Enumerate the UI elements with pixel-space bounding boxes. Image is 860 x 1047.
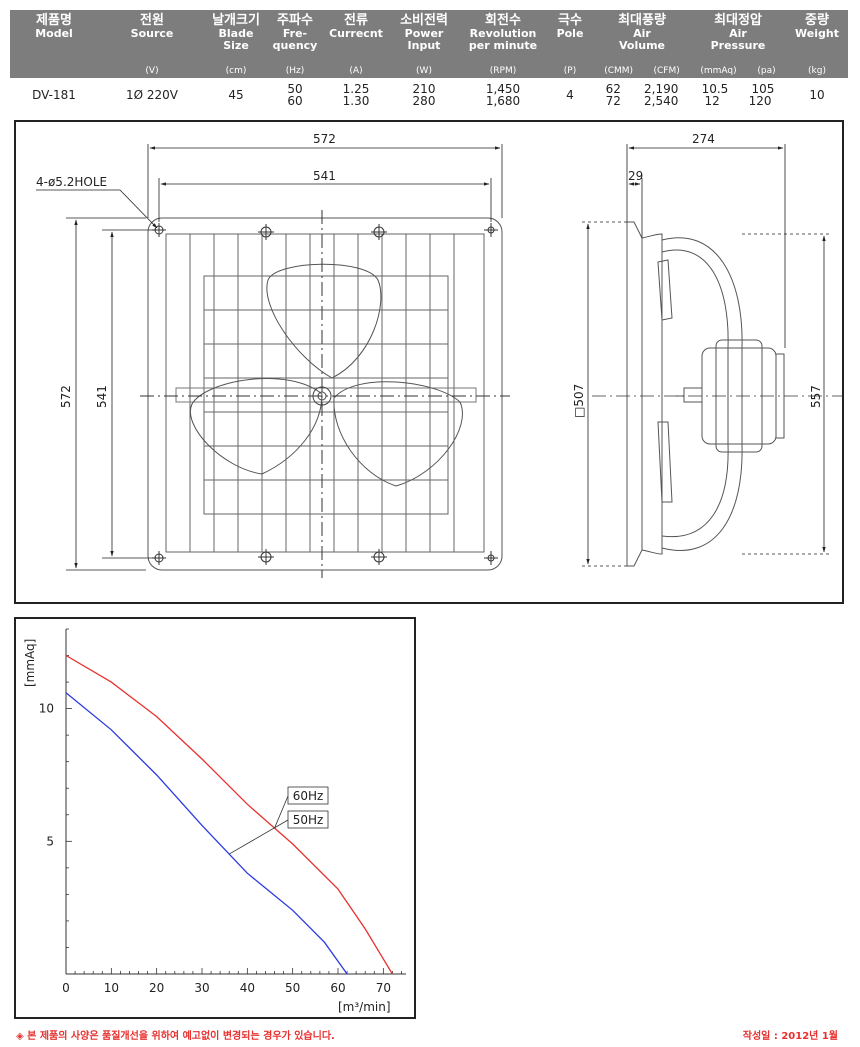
x-tick-label: 40: [240, 981, 255, 995]
dim-height-outer: 572: [59, 385, 73, 408]
series-line-50hz: [65, 692, 348, 975]
legend-box: [287, 786, 329, 805]
chart-svg: 0 10 20 30 40 50 60 70 5 10 60Hz 50Hz [mmAq] [m³/m…: [23, 628, 406, 1014]
dim-width-outer: 572: [313, 132, 336, 146]
header-weight: 중량 Weight (kg): [795, 13, 839, 77]
header-air-pressure: 최대정압 Air Pressure (mmAq) (pa): [700, 13, 776, 77]
legend-label: 60Hz: [293, 789, 324, 803]
y-tick-label: 10: [39, 702, 54, 716]
cell-model: DV-181: [32, 88, 76, 102]
side-view: [626, 221, 785, 567]
spec-table-header: 제품명 Model 전원 Source (V) 날개크기 Blade Size …: [10, 10, 848, 78]
x-tick-label: 0: [62, 981, 70, 995]
header-air-volume: 최대풍량 Air Volume (CMM) (CFM): [604, 13, 680, 77]
legend-leader-line: [228, 819, 289, 855]
dim-hole-label: 4-ø5.2HOLE: [36, 175, 107, 189]
cell-frequency: 50 60: [287, 82, 303, 108]
header-model: 제품명 Model: [35, 13, 73, 40]
cell-blade-size: 45: [228, 88, 244, 102]
table-row: DV-181 1Ø 220V 45 50 60 1.25 1.30 210 28…: [10, 78, 848, 112]
cell-revolution: 1,450 1,680: [485, 82, 521, 108]
side-dimensions: [582, 144, 842, 567]
x-axis-label: [m³/min]: [338, 1000, 391, 1014]
technical-drawing: 572 541 4-ø5.2HOLE 572 541: [14, 120, 844, 604]
dim-flange: 29: [628, 169, 643, 183]
legend-leader-line: [274, 795, 289, 829]
footer-note: ◈ 본 제품의 사양은 품질개선을 위하여 예고없이 변경되는 경우가 있습니다…: [16, 1031, 335, 1042]
header-source: 전원 Source (V): [130, 13, 174, 77]
header-revolution: 회전수 Revolution per minute (RPM): [468, 13, 538, 77]
y-axis-label: [mmAq]: [23, 639, 37, 687]
cell-weight: 10: [809, 88, 825, 102]
x-tick-label: 30: [194, 981, 209, 995]
cell-source: 1Ø 220V: [125, 88, 178, 102]
x-tick-label: 20: [149, 981, 164, 995]
y-tick-label: 5: [46, 834, 54, 848]
dim-depth: 274: [692, 132, 715, 146]
dim-height-inner: 541: [95, 385, 109, 408]
cell-current: 1.25 1.30: [342, 82, 370, 108]
series-line-60hz: [65, 654, 393, 975]
x-tick-label: 10: [104, 981, 119, 995]
header-power-input: 소비전력 Power Input (W): [400, 13, 448, 77]
dim-width-inner: 541: [313, 169, 336, 183]
spec-table: 제품명 Model 전원 Source (V) 날개크기 Blade Size …: [10, 10, 848, 112]
cell-pole: 4: [566, 88, 574, 102]
header-frequency: 주파수 Fre- quency (Hz): [272, 13, 318, 77]
legend-box: [287, 810, 329, 829]
drawing-svg: 572 541 4-ø5.2HOLE 572 541: [36, 132, 842, 578]
x-tick-label: 70: [376, 981, 391, 995]
header-pole: 극수 Pole (P): [556, 13, 584, 77]
performance-chart: 0 10 20 30 40 50 60 70 5 10 60Hz 50Hz [mmAq] [m³/m…: [14, 617, 416, 1019]
footer-date: 작성일 : 2012년 1월: [742, 1031, 838, 1042]
x-tick-label: 50: [285, 981, 300, 995]
header-current: 전류 Currecnt (A): [329, 13, 383, 77]
legend-label: 50Hz: [293, 813, 324, 827]
front-dimensions: [36, 144, 503, 571]
front-view: [140, 210, 510, 578]
header-blade-size: 날개크기 Blade Size (cm): [212, 13, 260, 77]
dim-square: □507: [572, 384, 586, 418]
dim-side-height: 557: [809, 385, 823, 408]
cell-power-input: 210 280: [412, 82, 436, 108]
x-tick-label: 60: [330, 981, 345, 995]
